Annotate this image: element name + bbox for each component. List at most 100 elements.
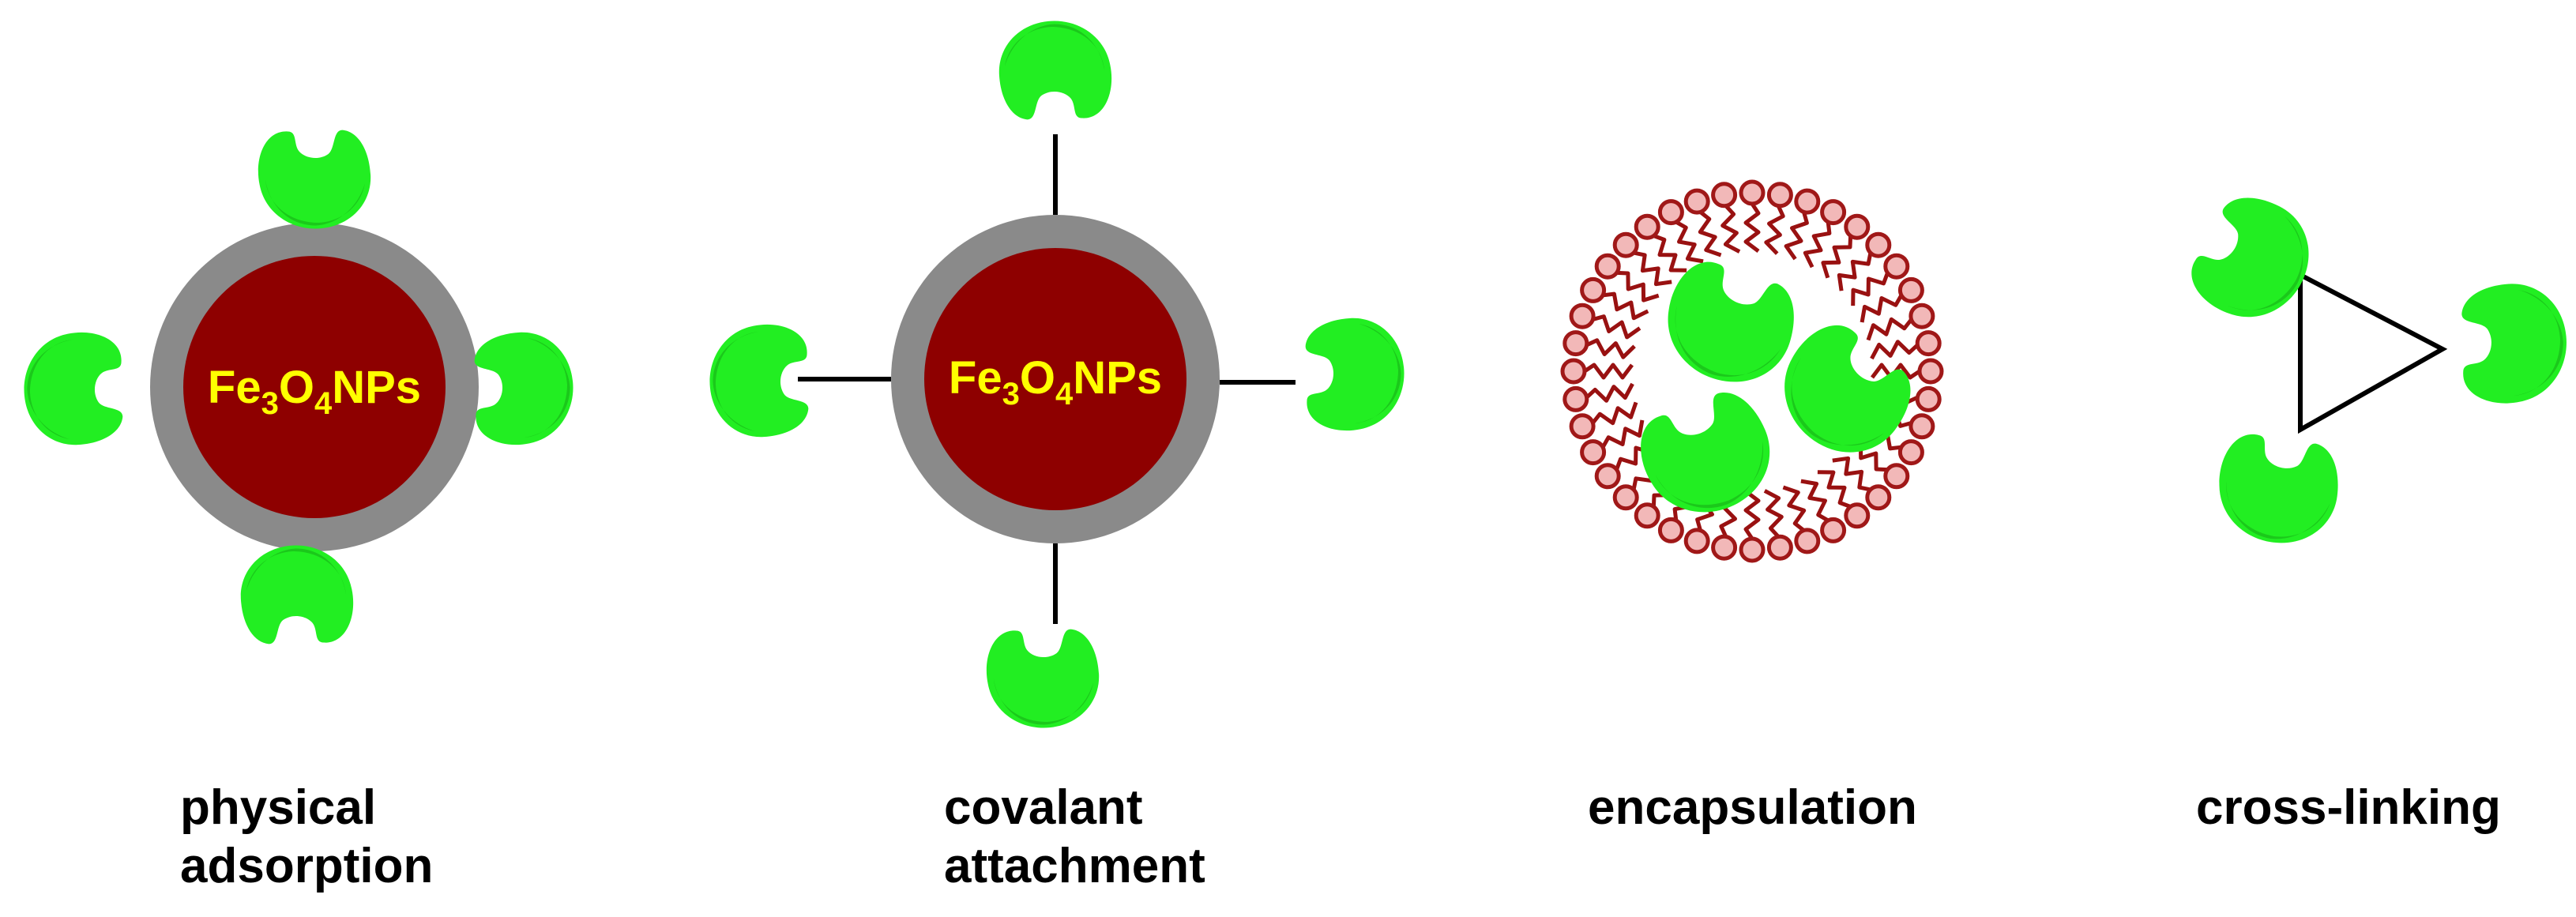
lipid-tail — [1800, 479, 1830, 523]
lipid-head — [1711, 182, 1738, 209]
lipid-head — [1612, 484, 1639, 511]
enzyme-icon — [474, 332, 573, 445]
lipid-head — [1739, 179, 1766, 206]
lipid-tail — [1653, 234, 1687, 272]
lipid-tail — [1784, 211, 1809, 261]
lipid-tail — [1743, 490, 1761, 540]
lipid-tail — [1860, 294, 1904, 323]
lipid-tail — [1583, 363, 1634, 380]
lipid-head — [1739, 536, 1766, 563]
lipid-head — [1844, 502, 1871, 529]
lipid-tail — [1764, 205, 1785, 255]
lipid-head — [1612, 231, 1639, 258]
lipid-tail — [1870, 340, 1920, 360]
caption-line: physical — [180, 780, 377, 835]
caption-encapsulation: encapsulation — [1588, 779, 1917, 837]
lipid-tail — [1851, 272, 1890, 306]
lipid-head — [1897, 439, 1924, 466]
enzyme-icon — [2209, 428, 2346, 552]
lipid-head — [1865, 231, 1892, 258]
lipid-head — [1820, 199, 1847, 226]
crosslinker-triangle — [2298, 271, 2448, 434]
enzyme-icon — [998, 21, 1112, 120]
lipid-tail — [1837, 252, 1873, 291]
lipid-head — [1794, 188, 1821, 215]
enzyme-icon — [24, 332, 123, 445]
lipid-head — [1766, 534, 1793, 561]
lipid-tail — [1585, 338, 1636, 359]
enzyme-icon — [2179, 182, 2330, 339]
covalent-attachment-group: Fe3O4NPs — [709, 21, 1405, 728]
caption-line: adsorption — [180, 839, 434, 893]
lipid-tail — [1633, 250, 1672, 287]
enzyme-icon — [258, 130, 371, 229]
lipid-tail — [1616, 270, 1660, 303]
lipid-tail — [1698, 210, 1722, 257]
lipid-head — [1569, 303, 1596, 329]
lipid-tail — [1803, 221, 1832, 269]
lipid-tail — [1817, 470, 1852, 509]
nanoparticle-label: Fe3O4NPs — [949, 352, 1162, 412]
lipid-head — [1580, 276, 1607, 303]
caption-line: cross-linking — [2196, 780, 2501, 835]
caption-line: encapsulation — [1588, 780, 1917, 835]
lipid-tail — [1720, 204, 1741, 254]
lipid-tail — [1592, 314, 1641, 340]
enzyme-icon — [240, 545, 354, 645]
lipid-tail — [1600, 419, 1645, 449]
lipid-head — [1594, 253, 1621, 280]
lipid-head — [1915, 385, 1942, 412]
lipid-head — [1908, 413, 1935, 440]
caption-physical-adsorption: physical adsorption — [180, 779, 433, 896]
lipid-tail — [1591, 401, 1638, 426]
caption-line: covalant — [944, 780, 1143, 835]
nanoparticle-label: Fe3O4NPs — [208, 362, 421, 421]
enzyme-icon — [986, 629, 1100, 728]
enzyme-icon — [1305, 318, 1405, 431]
caption-line: attachment — [944, 839, 1205, 893]
physical-adsorption-group: Fe3O4NPs — [24, 130, 573, 645]
lipid-head — [1766, 182, 1793, 209]
lipid-head — [1594, 463, 1621, 490]
lipid-tail — [1585, 382, 1634, 403]
encapsulation-group — [1560, 179, 1944, 563]
lipid-head — [1865, 484, 1892, 511]
lipid-head — [1917, 358, 1944, 385]
lipid-tail — [1743, 202, 1761, 253]
lipid-head — [1580, 439, 1607, 466]
lipid-head — [1908, 303, 1935, 329]
nanoparticle-core — [183, 256, 446, 518]
lipid-tail — [1763, 489, 1784, 539]
lipid-tail — [1866, 317, 1913, 341]
lipid-head — [1634, 213, 1660, 240]
lipid-head — [1883, 463, 1910, 490]
lipid-tail — [1675, 220, 1704, 264]
lipid-tail — [1782, 485, 1807, 532]
lipid-head — [1560, 358, 1587, 385]
lipid-head — [1563, 330, 1589, 357]
lipid-tail — [1602, 291, 1649, 321]
lipid-head — [1897, 276, 1924, 303]
lipid-head — [1563, 385, 1589, 412]
enzyme-icon — [1650, 251, 1807, 399]
lipid-head — [1657, 517, 1684, 543]
lipid-tail — [1821, 235, 1853, 279]
lipid-head — [1820, 517, 1847, 543]
lipid-head — [1683, 188, 1710, 215]
lipid-head — [1915, 330, 1942, 357]
caption-cross-linking: cross-linking — [2196, 779, 2501, 837]
lipid-head — [1794, 528, 1821, 554]
enzyme-icon — [709, 324, 809, 438]
lipid-head — [1683, 528, 1710, 554]
lipid-head — [1569, 413, 1596, 440]
lipid-head — [1844, 213, 1871, 240]
enzyme-icon — [2461, 284, 2567, 404]
lipid-tail — [1832, 456, 1871, 492]
nanoparticle-core — [924, 248, 1186, 510]
lipid-head — [1711, 534, 1738, 561]
caption-covalent-attachment: covalant attachment — [944, 779, 1205, 896]
lipid-head — [1883, 253, 1910, 280]
cross-linking-group — [2179, 182, 2567, 552]
lipid-head — [1657, 199, 1684, 226]
